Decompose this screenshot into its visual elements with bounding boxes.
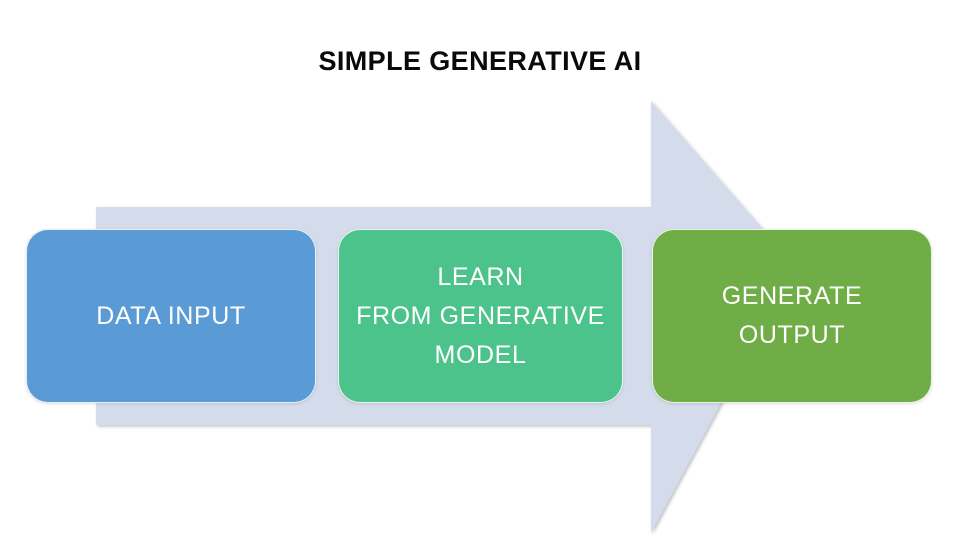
stage-label-line: FROM GENERATIVE [356,301,605,330]
stage-label-line: OUTPUT [738,321,846,349]
stage-box-data-input[interactable]: DATA INPUT [26,229,316,403]
stage-label-line: LEARN [437,262,524,291]
stage-box-generate-output[interactable]: GENERATE OUTPUT [652,229,932,403]
stage-box-learn-from-generative-model[interactable]: LEARN FROM GENERATIVE MODEL [338,229,623,403]
stage-label-line: DATA INPUT [96,301,246,330]
stage-label-line: MODEL [434,340,527,369]
stage-label-line: GENERATE [721,282,863,310]
page-title: SIMPLE GENERATIVE AI [318,46,642,76]
